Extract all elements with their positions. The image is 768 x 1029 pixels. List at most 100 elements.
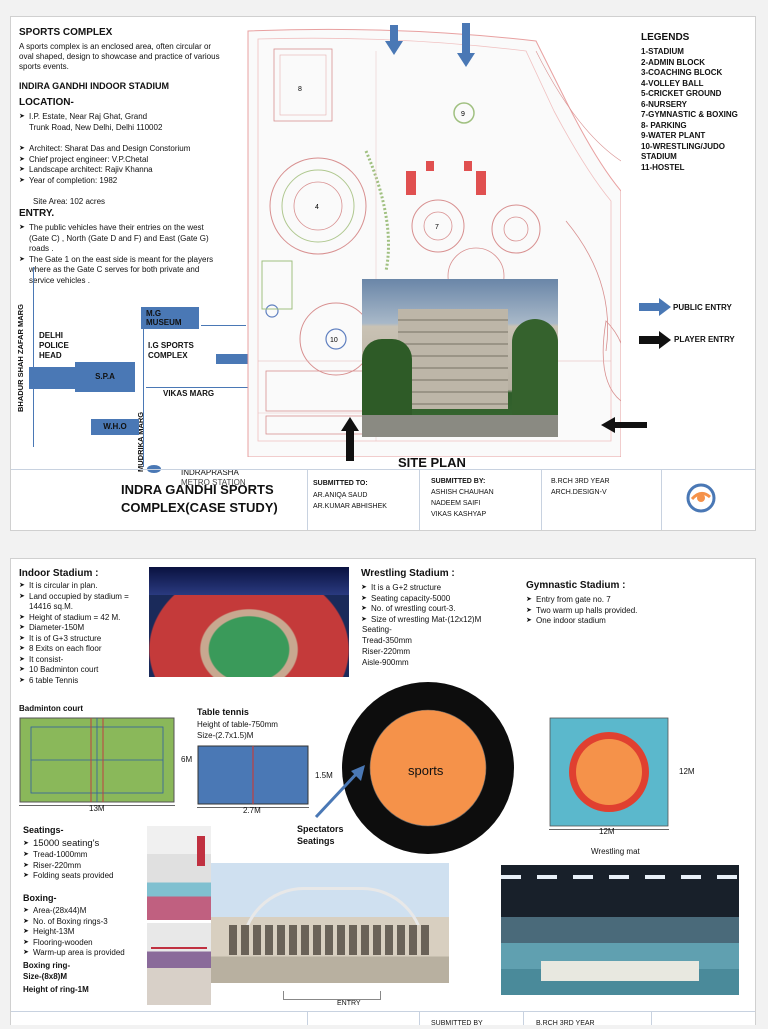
sheet1-title: SPORTS COMPLEX — [19, 27, 113, 38]
legend-item: 10-WRESTLING/JUDO STADIUM — [641, 141, 726, 162]
stadium-exterior-facade — [229, 925, 431, 955]
indoor-heading: Indoor Stadium : — [19, 568, 99, 579]
stadium-exterior-photo — [211, 863, 449, 983]
gym-photo-bag — [197, 836, 205, 866]
ig-complex-label: I.G SPORTS COMPLEX — [148, 341, 194, 360]
sheet-site-plan: SPORTS COMPLEX A sports complex is an en… — [10, 16, 756, 531]
sheet-details: Indoor Stadium : It is circular in plan.… — [10, 558, 756, 1027]
indoor-item: Height of stadium = 42 M. — [19, 613, 149, 624]
indoor-item: 6 table Tennis — [19, 676, 149, 687]
spa-label: S.P.A — [95, 372, 115, 381]
site-num-9: 9 — [461, 111, 465, 118]
indoor-item: It is circular in plan. — [19, 581, 149, 592]
submitted-to-name: AR.KUMAR ABHISHEK — [313, 503, 387, 510]
wrestling-seating-item: Aisle-900mm — [362, 658, 409, 667]
bhadur-road-label: BHADUR SHAH ZAFAR MARG — [16, 304, 25, 412]
gym-heading: Gymnastic Stadium : — [526, 580, 626, 591]
spectators-label-2: Seatings — [297, 836, 335, 846]
public-entry-label: PUBLIC ENTRY — [673, 303, 732, 312]
indoor-item: 8 Exits on each floor — [19, 644, 149, 655]
gym-item: Two warm up halls provided. — [526, 606, 706, 617]
wrestling-seating-heading: Seating- — [362, 625, 392, 634]
indraprasha-label: INDRAPRASHA — [181, 468, 239, 477]
boxing-item: Height-13M — [23, 927, 163, 938]
badminton-court-drawing — [19, 717, 175, 803]
sheet2-course-label: B.RCH 3RD YEAR — [536, 1020, 595, 1027]
arena-photo — [149, 567, 349, 677]
submitted-by-label: SUBMITTED BY: — [431, 478, 486, 485]
subject-label: ARCH.DESIGN-V — [551, 489, 607, 496]
sports-stadium-diagram — [342, 682, 514, 854]
entry-label: ENTRY — [337, 1000, 361, 1007]
site-num-7: 7 — [435, 224, 439, 231]
sheet2-submitted-label: SUBMITTED BY — [431, 1020, 483, 1027]
seatings-item: Tread-1000mm — [23, 850, 153, 861]
entry-item: The Gate 1 on the east side is meant for… — [19, 255, 225, 287]
wrestling-seating-item: Tread-350mm — [362, 636, 412, 645]
legends-heading: LEGENDS — [641, 32, 690, 43]
entry-list: The public vehicles have their entries o… — [19, 223, 225, 286]
delhi-police-label: DELHI POLICE HEAD — [39, 331, 69, 360]
course-label: B.RCH 3RD YEAR — [551, 478, 610, 485]
boxing-photo-ring — [151, 947, 207, 949]
wrestling-item: Seating capacity-5000 — [361, 594, 521, 605]
north-entry-arrow-2 — [457, 23, 475, 67]
tt-label: Table tennis — [197, 707, 249, 717]
wrestling-item: No. of wrestling court-3. — [361, 604, 521, 615]
player-entry-arrow-icon — [639, 331, 671, 349]
seatings-list: 15000 seating's Tread-1000mm Riser-220mm… — [23, 838, 153, 882]
legend-item: 6-NURSERY — [641, 99, 687, 109]
indoor-list: It is circular in plan. Land occupied by… — [19, 581, 149, 686]
sheet2-title-block-line — [11, 1011, 755, 1012]
wrestling-seating-item: Riser-220mm — [362, 647, 411, 656]
wrestling-hall-photo — [501, 865, 739, 995]
title-block-line — [11, 469, 755, 470]
wrestling-hall-lights — [501, 875, 739, 879]
site-plan-label: SITE PLAN — [398, 455, 466, 470]
sheet1-subtitle: INDIRA GANDHI INDOOR STADIUM — [19, 81, 169, 91]
player-entry-arrow-south — [341, 417, 359, 461]
indoor-item: 10 Badminton court — [19, 665, 149, 676]
mg-museum-label: M.G MUSEUM — [146, 309, 182, 327]
gym-item: Entry from gate no. 7 — [526, 595, 706, 606]
indoor-item: It is of G+3 structure — [19, 634, 149, 645]
legend-item: 9-WATER PLANT — [641, 131, 706, 140]
north-entry-arrow-1 — [385, 25, 403, 55]
boxing-ring-heading: Boxing ring- — [23, 961, 71, 970]
player-entry-label: PLAYER ENTRY — [674, 335, 735, 344]
mat-label: Wrestling mat — [591, 847, 640, 856]
sheet2-title-block-div-1 — [307, 1011, 308, 1025]
stadium-photo — [362, 279, 558, 437]
seatings-item: Folding seats provided — [23, 871, 153, 882]
spa-block: S.P.A — [75, 362, 135, 392]
bhadur-road-line — [33, 267, 34, 447]
mat-width-line — [549, 829, 669, 830]
legend-item: 2-ADMIN BLOCK — [641, 57, 705, 67]
sheet1-intro: A sports complex is an enclosed area, of… — [19, 42, 220, 71]
mg-museum-block: M.G MUSEUM — [141, 307, 199, 329]
sheet2-title-block-div-3 — [523, 1011, 524, 1025]
boxing-ring-size: Size-(8x8)M — [23, 972, 68, 981]
sheet2-title-block-div-2 — [419, 1011, 420, 1025]
submitted-by-name: ASHISH CHAUHAN — [431, 489, 494, 496]
wrestling-heading: Wrestling Stadium : — [361, 568, 455, 579]
submitted-to-name: AR.ANIQA SAUD — [313, 492, 368, 499]
legend-item: 3-COACHING BLOCK — [641, 68, 723, 77]
location-heading: LOCATION- — [19, 97, 74, 108]
submitted-by-name: NADEEM SAIFI — [431, 500, 481, 507]
boxing-item: Warm-up area is provided — [23, 948, 163, 959]
site-num-4: 4 — [315, 204, 319, 211]
public-entry-arrow-icon — [639, 298, 671, 316]
info-item: Chief project engineer: V.P.Chetal — [19, 155, 234, 166]
boxing-photo — [147, 923, 211, 1005]
college-logo-icon — [686, 483, 716, 513]
gym-photo — [147, 826, 211, 920]
boxing-item: Area-(28x44)M — [23, 906, 163, 917]
badminton-label: Badminton court — [19, 704, 83, 713]
badminton-width-dim: 13M — [89, 804, 105, 813]
submitted-by-name: VIKAS KASHYAP — [431, 511, 487, 518]
entry-heading: ENTRY. — [19, 208, 55, 219]
gym-item: One indoor stadium — [526, 616, 706, 627]
wrestling-hall-floor — [541, 961, 699, 981]
info-item: Year of completion: 1982 — [19, 176, 234, 187]
